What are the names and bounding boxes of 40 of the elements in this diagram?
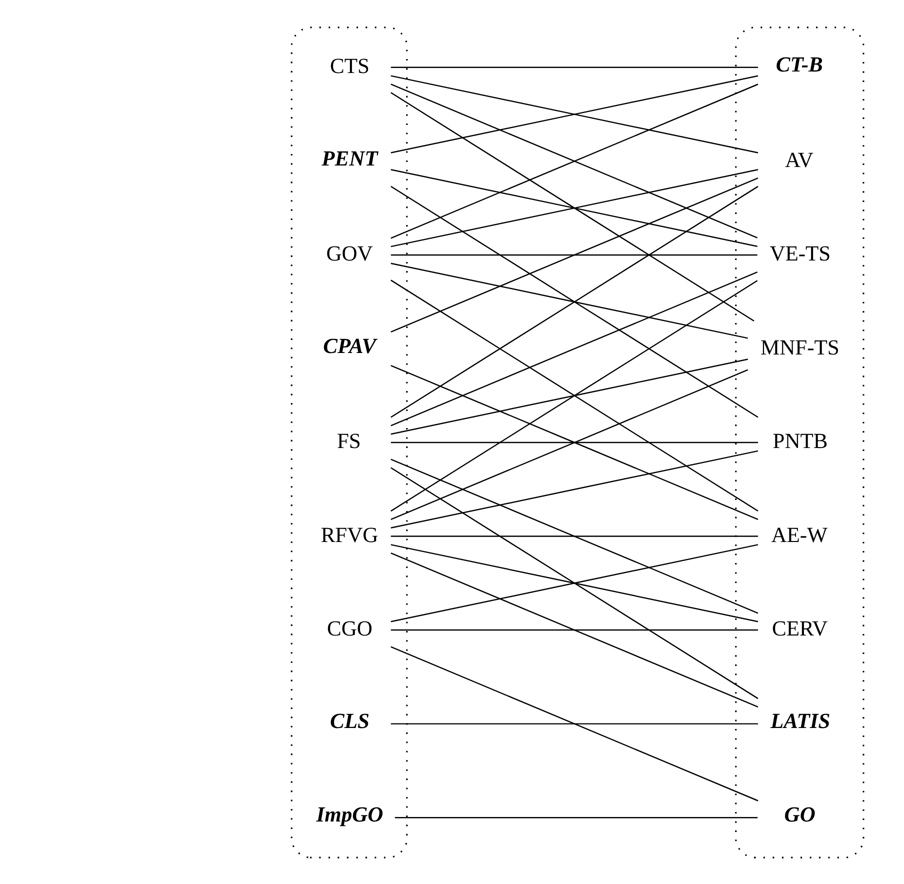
node-text: CPAV	[323, 333, 376, 358]
node-text: PNTB	[772, 428, 828, 453]
connector	[390, 254, 758, 256]
node-text: AE-W	[771, 522, 828, 546]
connector	[390, 628, 758, 630]
connector	[390, 185, 758, 418]
connector	[390, 262, 748, 338]
node-text: AV	[785, 147, 814, 172]
connector	[390, 466, 758, 699]
connector	[390, 66, 758, 68]
connector	[390, 358, 748, 434]
node-text: CGO	[326, 616, 372, 640]
node-text: GOV	[326, 241, 373, 266]
connector	[390, 441, 758, 443]
cluster	[290, 26, 408, 858]
node-text: CERV	[772, 616, 828, 640]
connector	[390, 535, 758, 536]
node-text: VE-TS	[770, 241, 831, 266]
connector	[390, 74, 758, 153]
node-text: CLS	[330, 708, 370, 732]
connector	[390, 552, 758, 708]
connector	[390, 92, 754, 322]
node-text: PENT	[322, 146, 378, 170]
connector	[390, 176, 758, 332]
node-text: RFVG	[320, 522, 378, 546]
connector	[390, 271, 758, 426]
node-text: MNF-TS	[760, 334, 840, 359]
connector	[394, 816, 758, 818]
connector	[390, 544, 758, 622]
connector	[390, 450, 758, 528]
connector	[390, 722, 758, 724]
node-text: FS	[336, 428, 361, 453]
node-text: CT-B	[776, 52, 823, 76]
node-text: ImpGO	[316, 802, 384, 826]
node-text: GO	[784, 802, 816, 826]
connector	[390, 646, 758, 801]
node-text: CTS	[330, 54, 370, 78]
node-text: LATIS	[770, 708, 830, 732]
cluster	[735, 26, 864, 858]
connector	[390, 458, 758, 614]
